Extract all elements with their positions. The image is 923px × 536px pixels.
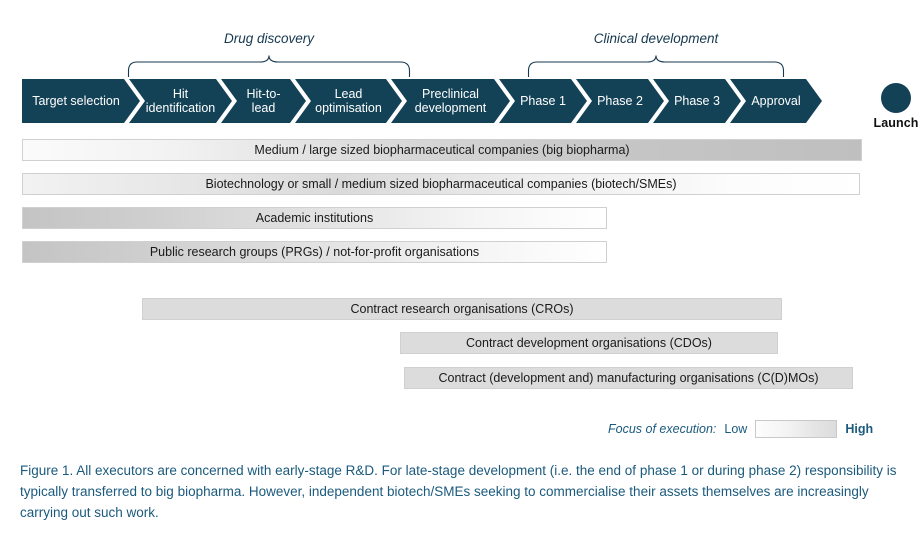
executor-bar: Contract development organisations (CDOs… <box>400 332 778 354</box>
stage-label: Approval <box>751 94 801 108</box>
legend-high-label: High <box>845 422 874 436</box>
executor-bar: Medium / large sized biopharmaceutical c… <box>22 139 862 161</box>
stage-chevron: Target selection <box>22 79 140 123</box>
executor-bar: Public research groups (PRGs) / not-for-… <box>22 241 607 263</box>
group-label: Drug discovery <box>223 31 315 46</box>
launch-label: Launch <box>873 116 919 130</box>
launch-dot-icon <box>881 83 911 113</box>
legend-gradient-swatch <box>755 420 838 438</box>
group-brace-icon <box>127 55 411 77</box>
stage-label: Phase 2 <box>597 94 643 108</box>
executor-bar-label: Contract development organisations (CDOs… <box>466 336 712 350</box>
executor-bar-label: Contract research organisations (CROs) <box>350 302 574 316</box>
executor-bar: Biotechnology or small / medium sized bi… <box>22 173 860 195</box>
focus-of-execution-legend: Focus of execution: Low High <box>608 420 873 438</box>
executor-bar-label: Biotechnology or small / medium sized bi… <box>205 177 677 191</box>
stage-label: Phase 3 <box>674 94 720 108</box>
group-label: Clinical development <box>593 31 719 46</box>
launch-marker: Launch <box>869 80 923 130</box>
stage-chevron: Phase 1 <box>499 79 587 123</box>
stage-chevron: Hit-to-lead <box>221 79 306 123</box>
figure-caption: Figure 1. All executors are concerned wi… <box>20 463 897 520</box>
executor-bar: Contract (development and) manufacturing… <box>404 367 853 389</box>
stage-chevron: Phase 2 <box>576 79 664 123</box>
executor-bar-label: Medium / large sized biopharmaceutical c… <box>254 143 630 157</box>
executor-bar-label: Contract (development and) manufacturing… <box>438 371 819 385</box>
stage-label: Hit-to-lead <box>246 87 281 115</box>
stage-label: Target selection <box>32 94 120 108</box>
executor-bar-label: Academic institutions <box>255 211 374 225</box>
stage-label: Phase 1 <box>520 94 566 108</box>
legend-title: Focus of execution: <box>608 422 717 436</box>
executor-bar: Contract research organisations (CROs) <box>142 298 782 320</box>
legend-low-label: Low <box>724 422 748 436</box>
group-brace-icon <box>527 55 785 77</box>
executor-bar: Academic institutions <box>22 207 607 229</box>
stage-chevron: Phase 3 <box>653 79 741 123</box>
executor-bar-label: Public research groups (PRGs) / not-for-… <box>149 245 480 259</box>
stage-chevron: Approval <box>730 79 822 123</box>
